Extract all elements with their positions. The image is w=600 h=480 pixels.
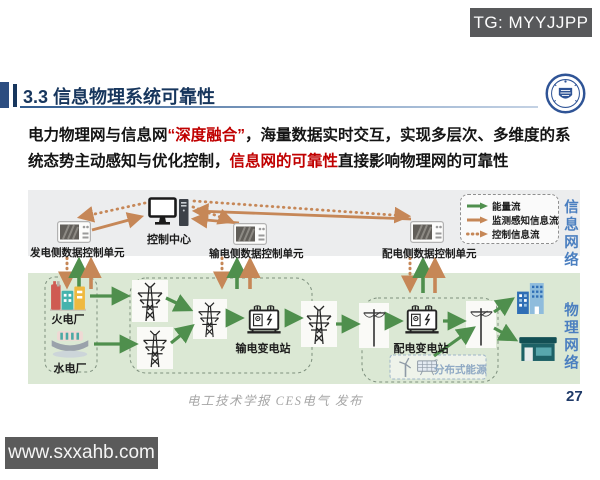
energy-flow-arrow-icon <box>467 202 488 210</box>
hydro-plant-label: 水电厂 <box>53 363 87 375</box>
intro-line-1: 电力物理网与信息网“深度融合”，海量数据实时交互，实现多层次、多维度的系 <box>28 123 580 149</box>
legend-monitor-label: 监测感知信息流 <box>492 216 559 227</box>
trans-substation-label: 输电变电站 <box>235 343 291 355</box>
thermal-plant-label: 火电厂 <box>51 314 85 326</box>
trans-control-unit-icon <box>233 223 267 245</box>
vertical-flow-arrows <box>58 256 446 294</box>
dist-control-unit-label: 配电侧数据控制单元 <box>382 248 477 260</box>
title-underline <box>20 106 538 108</box>
store-icon <box>519 337 557 361</box>
info-network-label: 信息网络 <box>562 199 578 269</box>
legend-monitor-row: 监测感知信息流 <box>466 213 559 227</box>
dist-substation-icon <box>404 304 440 334</box>
footer-caption: 电工技术学报 CES电气 发布 <box>187 394 363 408</box>
legend-control-row: 控制信息流 <box>466 227 558 241</box>
information-flow-arrows <box>76 199 412 232</box>
tg-badge: TG: MYYJJPP <box>470 8 592 37</box>
intro-text: 统态势主动感知与优化控制， <box>28 153 230 170</box>
der-label: 分布式能源 <box>434 364 487 376</box>
trans-control-unit-label: 输电侧数据控制单元 <box>209 248 304 260</box>
intro-paragraph: 电力物理网与信息网“深度融合”，海量数据实时交互，实现多层次、多维度的系 统态势… <box>28 123 580 175</box>
watermark: www.sxxahb.com <box>5 437 158 469</box>
page-number: 27 <box>566 388 583 405</box>
university-seal-logo <box>545 73 586 119</box>
cps-diagram: 控制中心 发电侧数据控制单元 输电侧数据控制单元 配电侧数据控制单元 火电厂 水… <box>28 188 580 386</box>
energy-flow-arrows <box>90 286 519 358</box>
page-title: 3.3 信息物理系统可靠性 <box>23 87 216 107</box>
title-bullet-square <box>0 82 9 108</box>
generation-group-box <box>44 276 98 373</box>
control-flow-arrow-icon <box>466 230 488 238</box>
legend-energy-label: 能量流 <box>492 202 521 213</box>
intro-text: 电力物理网与信息网 <box>28 127 168 144</box>
title-tick-bar <box>13 84 17 107</box>
legend-energy-row: 能量流 <box>466 199 558 213</box>
intro-highlight-reliability: 信息网的可靠性 <box>229 153 339 170</box>
control-center-label: 控制中心 <box>147 234 191 246</box>
trans-substation-icon <box>246 304 282 334</box>
gen-control-unit-icon <box>57 221 91 243</box>
physical-network-label: 物理网络 <box>562 302 578 372</box>
intro-line-2: 统态势主动感知与优化控制，信息网的可靠性直接影响物理网的可靠性 <box>28 149 580 175</box>
dist-substation-label: 配电变电站 <box>393 343 449 355</box>
intro-text: ，海量数据实时交互，实现多层次、多维度的系 <box>245 127 571 144</box>
intro-highlight-deep-fusion: “深度融合” <box>167 127 246 144</box>
intro-text: 直接影响物理网的可靠性 <box>338 153 509 170</box>
dist-control-unit-icon <box>410 221 444 243</box>
legend-control-label: 控制信息流 <box>492 230 540 241</box>
gen-control-unit-label: 发电侧数据控制单元 <box>30 247 125 259</box>
flow-legend: 能量流 监测感知信息流 控制信息流 <box>460 194 559 244</box>
monitor-flow-arrow-icon <box>467 216 488 224</box>
